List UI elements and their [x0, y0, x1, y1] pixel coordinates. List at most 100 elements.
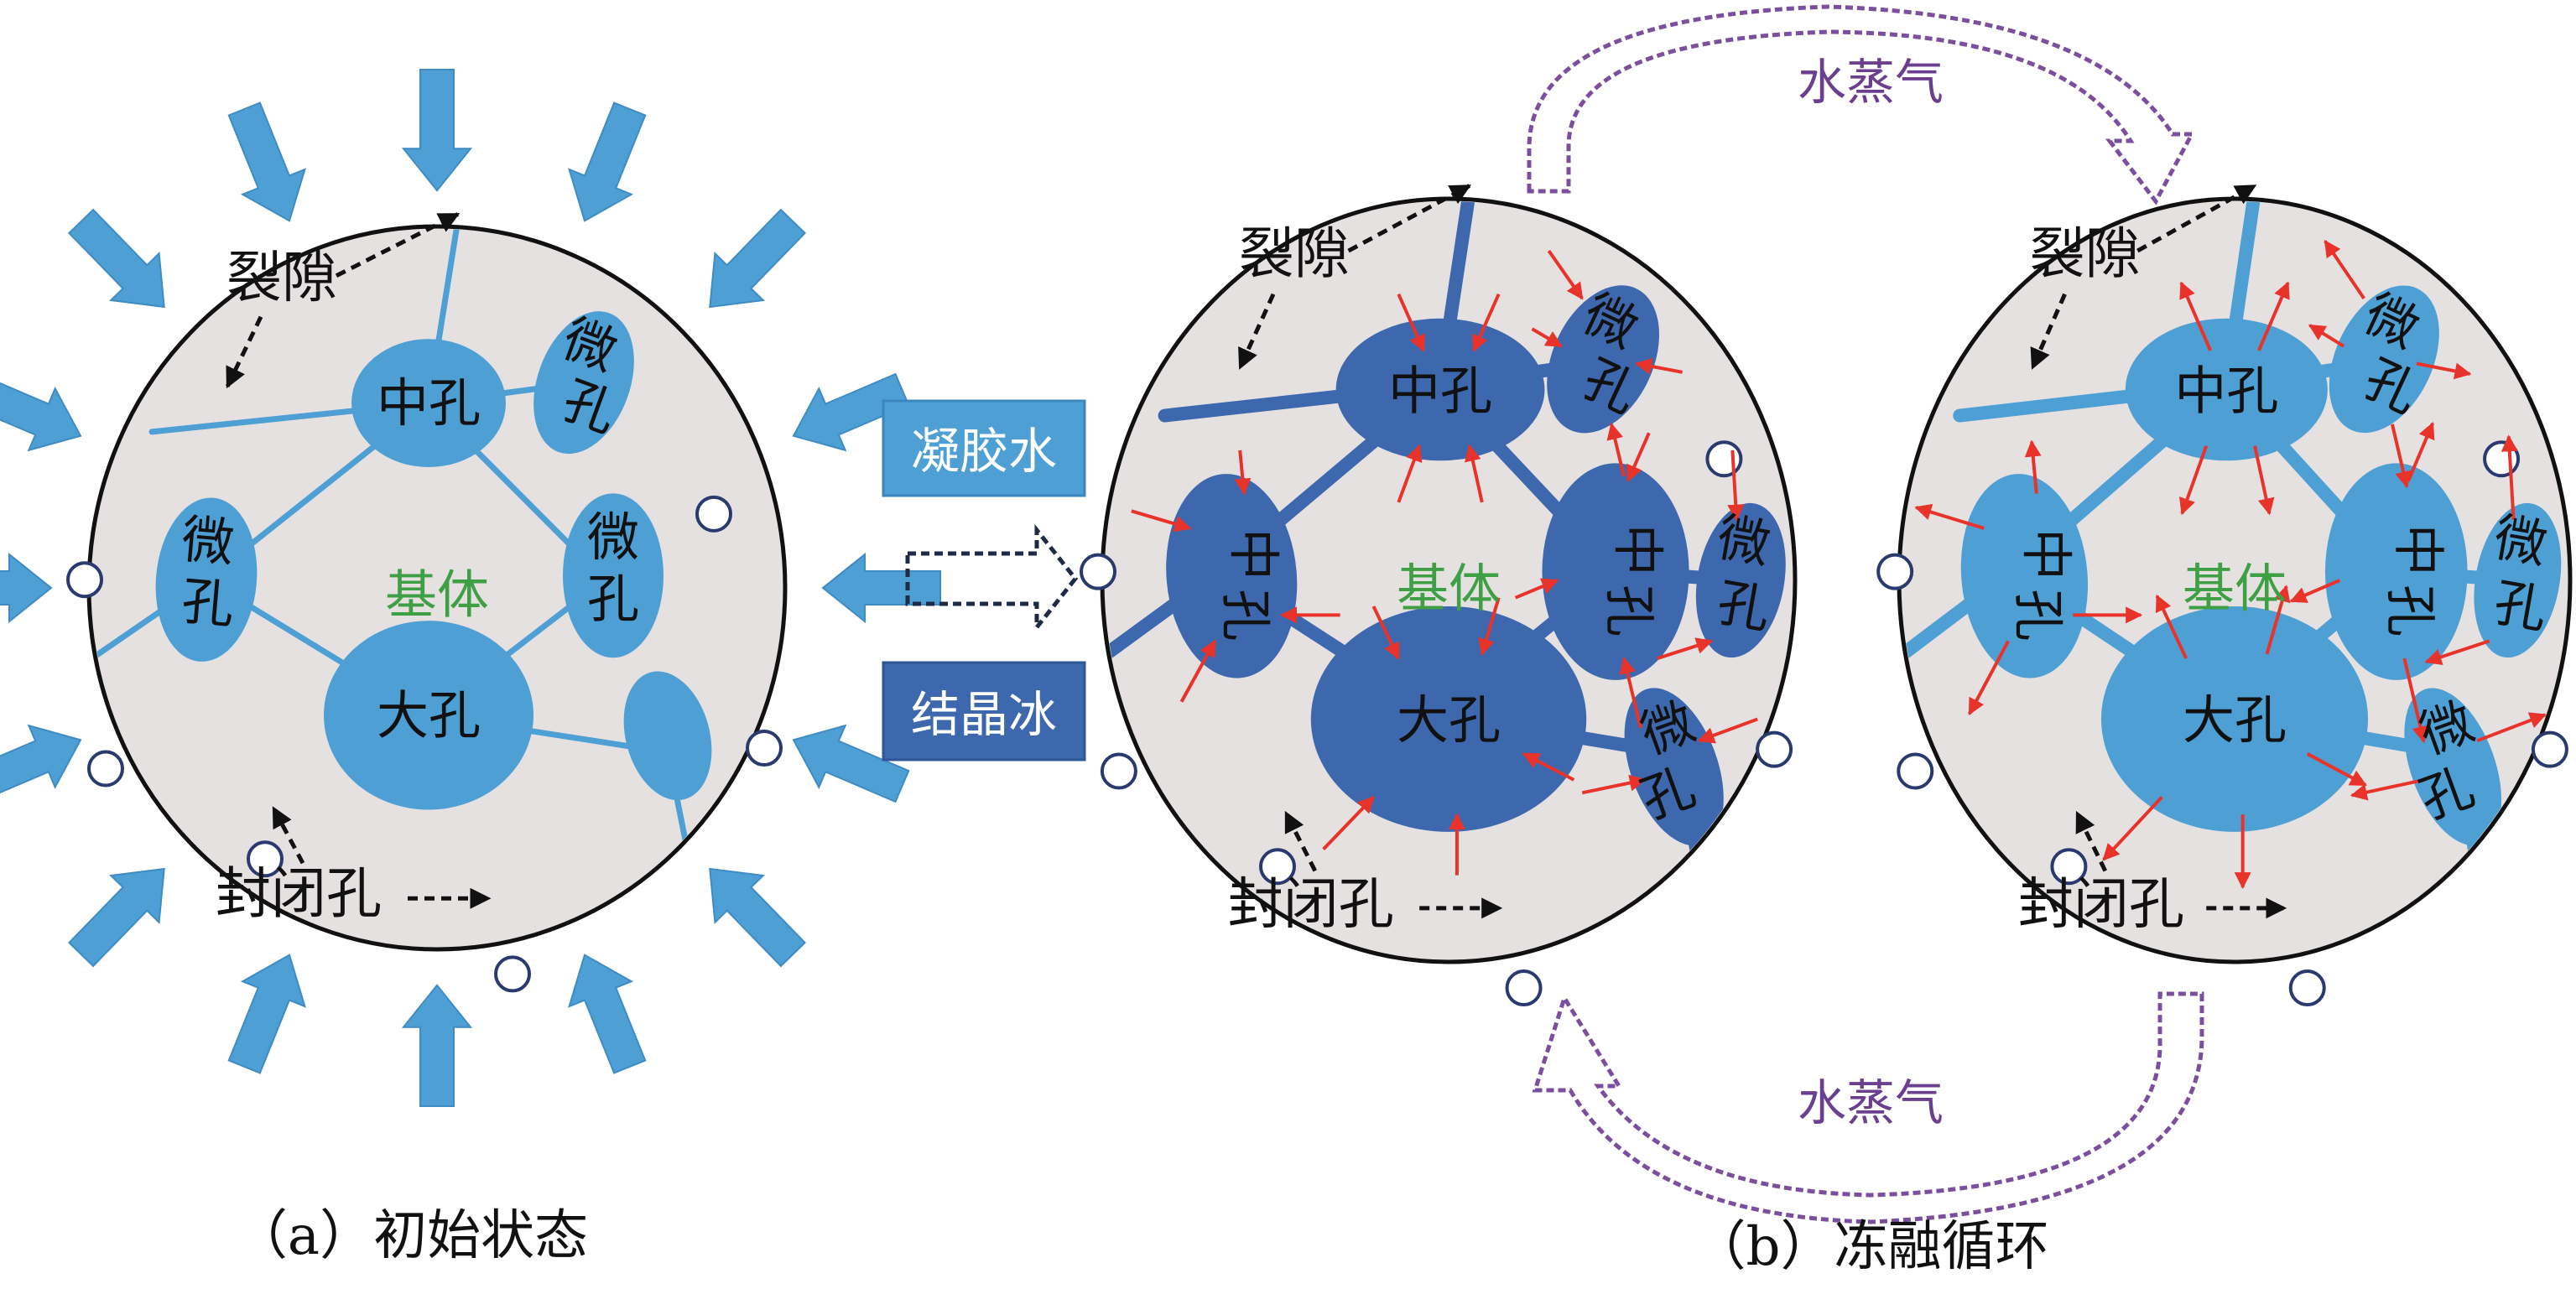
closed-pore-label: 封闭孔 [1228, 871, 1394, 936]
ice-force-arrow-icon [1397, 293, 1425, 352]
closed-pore [494, 955, 531, 993]
ice-force-arrow-icon [2407, 421, 2435, 481]
pressure-arrow-icon [0, 724, 82, 794]
gel-water-swatch [882, 399, 1086, 497]
vapor-label-bottom: 水蒸气 [1798, 1074, 1944, 1131]
meso-pore [351, 339, 506, 468]
crack-label: 裂隙 [2030, 221, 2141, 286]
closed-pore-leader-arrow-icon [2074, 810, 2108, 872]
pressure-arrow-icon [568, 101, 647, 222]
pore-network [1902, 201, 2562, 959]
closed-pore [2483, 440, 2521, 478]
crack-leader-arrow-icon [2136, 184, 2257, 253]
ice-force-arrow-icon [1478, 597, 1501, 656]
dashed-right-arrow-icon [905, 523, 1079, 634]
ice-force-arrow-icon [2350, 777, 2425, 801]
closed-pore-label: 封闭孔 [216, 861, 382, 926]
crack-label: 裂隙 [226, 245, 337, 309]
closed-pore [1705, 440, 1743, 478]
micro-pore [563, 493, 664, 658]
pressure-arrow-icon [568, 954, 647, 1074]
closed-pore-leader-arrow-icon [271, 806, 305, 865]
meso-pore-label: 孔 [2380, 585, 2441, 637]
closed-pore [1100, 752, 1137, 790]
vapor-cycle-arrow-bottom-icon [1532, 991, 2204, 1224]
ice-force-arrow-icon [2253, 445, 2275, 516]
crack-leader-arrow-icon [1347, 184, 1472, 253]
meso-pore-label: 中 [2016, 528, 2077, 580]
micro-pore [2329, 285, 2439, 434]
gel-water-label: 凝胶水 [911, 423, 1057, 480]
pressure-arrow-icon [67, 867, 165, 968]
micro-pore-label: 孔 [180, 570, 237, 636]
ice-force-arrow-icon [1397, 444, 1423, 503]
micro-pore [1542, 463, 1689, 680]
closed-pore-leader-arrow-icon [1283, 810, 1318, 872]
micro-pore [2404, 688, 2502, 846]
ice-force-arrow-icon [2306, 752, 2367, 787]
closed-pore [1505, 969, 1543, 1007]
external-pressure-arrows [0, 69, 941, 1107]
ice-force-arrow-icon [1657, 637, 1714, 660]
micro-pore-label: 孔 [587, 568, 639, 629]
ice-force-arrow-icon [1626, 432, 1651, 482]
micro-pore [1547, 285, 1660, 434]
ice-force-arrow-icon [1727, 450, 1745, 522]
micro-pore-label: 微 [587, 507, 639, 568]
ice-force-arrow-icon [1465, 444, 1484, 503]
ice-force-arrow-icon [2402, 657, 2429, 744]
ice-force-arrow-icon [1581, 774, 1647, 795]
vapor-cycle-arrow-top-icon [1527, 4, 2196, 205]
ice-force-arrow-icon [2179, 281, 2212, 351]
micro-pore [1695, 502, 1786, 658]
pressure-arrow-icon [709, 867, 807, 968]
micro-pore-label: 孔 [2490, 571, 2552, 641]
micro-pore [533, 311, 634, 455]
ice-force-arrow-icon [1322, 796, 1375, 850]
ice-force-arrow-icon [2179, 445, 2209, 516]
meso-pore-label: 中孔 [377, 372, 481, 434]
meso-pore-label: 中 [1607, 524, 1668, 576]
closed-pore [247, 840, 284, 878]
micro-pore [2474, 502, 2562, 658]
macro-pore [324, 621, 533, 810]
ice-force-arrow-icon [2308, 324, 2345, 348]
crack-leader-arrow-icon [335, 212, 461, 278]
ice-force-arrow-icon [2289, 579, 2341, 603]
meso-pore-label: 孔 [1215, 589, 1276, 641]
ice-force-arrow-icon [2324, 240, 2365, 300]
closed-pore [1258, 848, 1296, 886]
crack-leader-arrow-icon [1237, 293, 1276, 370]
ice-force-arrow-icon [1131, 509, 1192, 533]
closed-pore [2531, 730, 2568, 768]
meso-pore-label: 孔 [2008, 589, 2069, 641]
macro-pore [1310, 606, 1587, 832]
pressure-arrow-icon [67, 208, 165, 309]
meso-pore [1335, 318, 1545, 461]
vapor-arrow-bottom: 水蒸气 [1532, 991, 2204, 1224]
micro-pore-label: 孔 [1713, 571, 1775, 641]
macro-pore [2100, 606, 2369, 832]
ice-force-arrow-icon [2476, 712, 2547, 743]
macro-pore-label: 大孔 [2183, 689, 2287, 751]
pressure-arrow-icon [227, 101, 306, 222]
micro-pore-label: 微 [1713, 507, 1775, 576]
ice-force-arrow-icon [1606, 422, 1626, 477]
meso-pore-label: 中孔 [2174, 360, 2278, 421]
closed-pore [695, 495, 732, 533]
ice-force-arrow-icon [2265, 585, 2291, 655]
micro-pore [623, 671, 712, 801]
micro-pore [1960, 474, 2089, 678]
pressure-arrow-icon [821, 552, 941, 624]
pressure-arrow-icon [792, 724, 910, 803]
pressure-arrow-icon [0, 552, 53, 624]
micro-pore [1166, 474, 1298, 678]
caption-panel-b: （b）冻融循环 [1693, 1216, 2049, 1278]
pressure-arrow-icon [401, 984, 473, 1107]
macro-pore-label: 大孔 [1397, 689, 1501, 751]
